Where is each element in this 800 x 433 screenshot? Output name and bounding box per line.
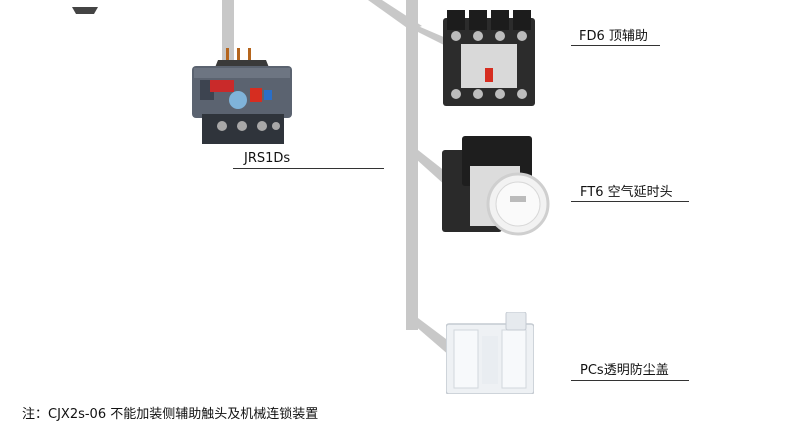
- cropped-product-edge: [70, 0, 100, 14]
- connector-branch-pcs: [406, 318, 450, 356]
- connector-main-vertical: [406, 0, 418, 330]
- front-auxiliary-contact-block-image: [443, 10, 535, 112]
- label-pcs-underline: [571, 380, 689, 381]
- label-jrs1ds: JRS1Ds: [244, 151, 291, 166]
- transparent-dust-cover-image: [445, 311, 535, 395]
- label-ft6-underline: [571, 201, 689, 202]
- footnote: 注：CJX2s-06 不能加装侧辅助触头及机械连锁装置: [22, 407, 319, 422]
- label-jrs1ds-underline: [233, 168, 384, 169]
- connector-branch-fd6: [406, 26, 446, 46]
- label-pcs: PCs透明防尘盖: [580, 363, 669, 378]
- connector-branch-ft6: [406, 150, 446, 188]
- label-ft6: FT6 空气延时头: [580, 185, 673, 200]
- pneumatic-timer-block-image: [442, 136, 552, 240]
- label-fd6: FD6 顶辅助: [579, 29, 648, 44]
- label-fd6-underline: [571, 45, 660, 46]
- thermal-overload-relay-image: [190, 48, 295, 146]
- connector-left-vertical: [222, 0, 234, 60]
